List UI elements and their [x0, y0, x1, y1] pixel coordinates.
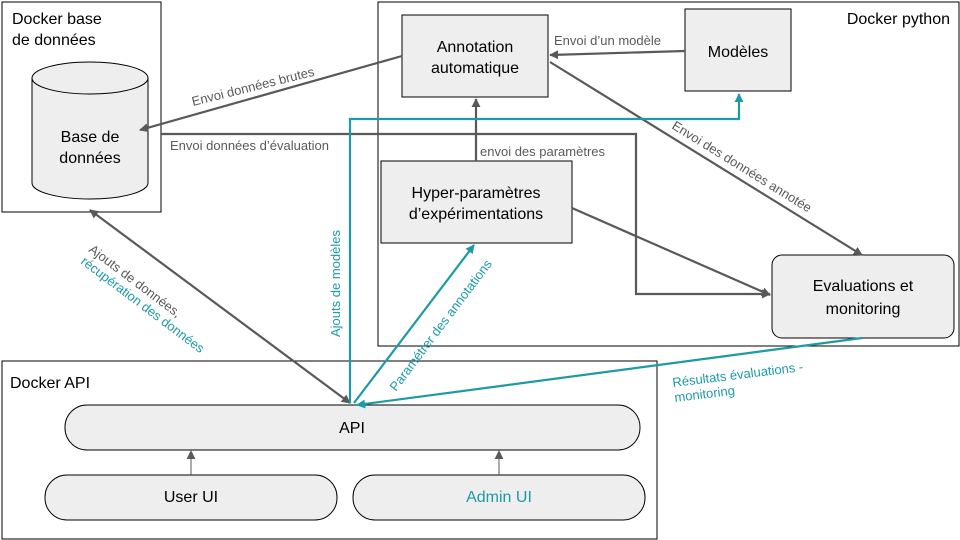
edge-set-annotations-arrow — [353, 244, 475, 404]
evaluations-label: Evaluations et monitoring — [813, 278, 914, 318]
annotation-node: Annotation automatique — [401, 14, 549, 98]
edge-add-models-arrow — [348, 93, 744, 403]
edge-results-label-2: monitoring — [674, 383, 736, 405]
container-api-title: Docker API — [10, 375, 90, 392]
label-line: Hyper-paramètres — [412, 185, 541, 202]
label-line: Base de — [61, 129, 120, 146]
container-docker-db: Docker base de données — [1, 1, 162, 213]
edge-results-label-1: Résultats évaluations - — [672, 359, 804, 390]
label-line: d’expérimentations — [409, 206, 543, 223]
admin-ui-node: Admin UI — [352, 474, 646, 521]
label-line: Annotation — [437, 39, 514, 56]
edge-eval-data-label: Envoi données d’évaluation — [170, 138, 329, 153]
edge-api-db-arrow — [89, 209, 351, 404]
edge-send-model-arrow — [549, 49, 686, 60]
container-python-title: Docker python — [847, 11, 950, 28]
label-line: de données — [12, 32, 96, 49]
models-node: Modèles — [684, 8, 792, 92]
api-node: API — [64, 404, 641, 451]
hyper-params-label: Hyper-paramètres d’expérimentations — [409, 185, 543, 223]
admin-ui-label: Admin UI — [466, 489, 532, 506]
api-label: API — [339, 420, 365, 437]
label-line: données — [59, 150, 120, 167]
models-label: Modèles — [708, 44, 768, 61]
edge-send-model-label: Envoi d’un modèle — [554, 33, 661, 48]
database-label: Base de données — [59, 129, 120, 167]
user-ui-node: User UI — [44, 474, 338, 521]
user-ui-label: User UI — [164, 489, 218, 506]
edge-set-annotations-label: Paramétrer des annotations — [386, 256, 495, 394]
evaluations-node: Evaluations et monitoring — [771, 254, 955, 339]
edge-results-arrow — [356, 336, 863, 409]
hyper-params-node: Hyper-paramètres d’expérimentations — [380, 160, 573, 244]
annotation-label: Annotation automatique — [431, 39, 519, 77]
label-line: automatique — [431, 60, 519, 77]
label-line: Evaluations et — [813, 278, 914, 295]
label-line: Docker base — [12, 11, 102, 28]
edge-raw-data-arrow — [139, 54, 403, 133]
edge-send-params-label: envoi des paramètres — [480, 144, 606, 159]
label-line: monitoring — [826, 301, 901, 318]
edge-add-models-label: Ajouts de modèles — [328, 230, 343, 337]
edge-fetch-data-label: récupération des données — [78, 253, 207, 356]
edge-annotated-arrow — [549, 61, 863, 256]
edge-eval-data-arrow — [161, 132, 771, 299]
container-docker-python: Docker python — [377, 1, 960, 347]
container-db-title: Docker base de données — [12, 11, 102, 49]
edge-hyper-eval-arrow — [571, 206, 771, 297]
edge-annotated-label: Envoi des données annotée — [669, 118, 814, 215]
database-node: Base de données — [31, 61, 149, 200]
